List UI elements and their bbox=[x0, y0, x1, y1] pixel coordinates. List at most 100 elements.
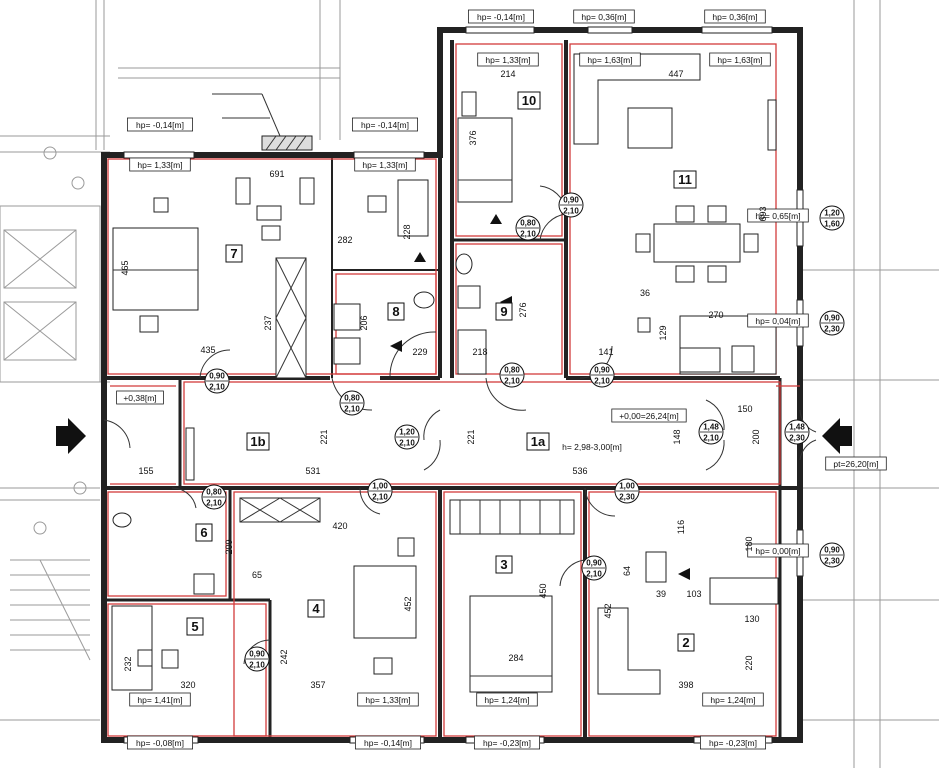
room-number-text: 8 bbox=[392, 304, 399, 319]
door-width-text: 1,48 bbox=[703, 423, 719, 432]
window-2-marker: 0,902,30 bbox=[819, 542, 845, 568]
hatched-wall-patch bbox=[212, 93, 313, 151]
furniture bbox=[111, 53, 779, 695]
door-entrance-marker: 1,48 2,10 bbox=[698, 419, 724, 445]
room-9-label: 9 bbox=[495, 302, 513, 321]
hp-label-text: hp= 1,24[m] bbox=[710, 695, 755, 705]
room-4-label: 4 bbox=[307, 599, 325, 618]
dimension-label: 64 bbox=[622, 566, 632, 576]
door-2-marker: 1,002,30 bbox=[614, 478, 640, 504]
hp-label-text: hp= 1,24[m] bbox=[484, 695, 529, 705]
hp-label: hp= 1,24[m] bbox=[702, 692, 764, 707]
door-height-text: 2,10 bbox=[594, 377, 610, 386]
dimension-label: 357 bbox=[310, 680, 325, 690]
dimension-label: 65 bbox=[252, 570, 262, 580]
dimension-label: 276 bbox=[518, 302, 528, 317]
dimension-label: 320 bbox=[180, 680, 195, 690]
room-number-text: 6 bbox=[200, 525, 207, 540]
dimension-label: 232 bbox=[123, 656, 133, 671]
hp-label-text: hp= 1,33[m] bbox=[362, 160, 407, 170]
hp-label: hp= 0,04[m] bbox=[747, 313, 809, 328]
door-height-text: 2,30 bbox=[789, 434, 805, 443]
dimension-label: 150 bbox=[737, 404, 752, 414]
hp-label-text: hp= 0,04[m] bbox=[755, 316, 800, 326]
dimension-label: 435 bbox=[200, 345, 215, 355]
door-width-text: 0,90 bbox=[209, 372, 225, 381]
hp-label: hp= 1,63[m] bbox=[709, 52, 771, 67]
dimension-label: 220 bbox=[744, 655, 754, 670]
dimension-label: 221 bbox=[466, 429, 476, 444]
door-10-marker: 0,802,10 bbox=[515, 215, 541, 241]
room-number-text: 4 bbox=[312, 601, 320, 616]
dimension-label: 420 bbox=[332, 521, 347, 531]
dimension-label: 155 bbox=[138, 466, 153, 476]
hp-label: hp= 1,33[m] bbox=[129, 157, 191, 172]
door-width-text: 1,00 bbox=[372, 482, 388, 491]
room-number-text: 5 bbox=[191, 619, 198, 634]
entrance-arrows bbox=[56, 418, 852, 454]
room-6-label: 6 bbox=[195, 523, 213, 542]
door-width-text: 0,90 bbox=[594, 366, 610, 375]
door-width-text: 0,90 bbox=[563, 196, 579, 205]
dimension-label: 465 bbox=[120, 260, 130, 275]
hp-label: hp= -0,14[m] bbox=[351, 117, 418, 132]
dimension-label: 39 bbox=[656, 589, 666, 599]
door-5-marker: 0,902,10 bbox=[244, 646, 270, 672]
hp-label: hp= 0,65[m] bbox=[747, 208, 809, 223]
hp-label: hp= 1,24[m] bbox=[476, 692, 538, 707]
hp-label: hp= -0,23[m] bbox=[700, 735, 767, 750]
dimension-label: 452 bbox=[603, 603, 613, 618]
dimension-label: 228 bbox=[402, 224, 412, 239]
dimension-label: 200 bbox=[751, 429, 761, 444]
hp-label: hp= 0,36[m] bbox=[704, 9, 766, 24]
door-3-marker: 0,902,10 bbox=[581, 555, 607, 581]
room-7-label: 7 bbox=[225, 244, 243, 263]
entrance-arrow-east-icon bbox=[822, 418, 852, 454]
room-2-label: 2 bbox=[677, 633, 695, 652]
hp-label-text: hp= 1,33[m] bbox=[137, 160, 182, 170]
dimension-label: 237 bbox=[263, 315, 273, 330]
door-height-text: 2,30 bbox=[824, 325, 840, 334]
height-labels: hp= -0,14[m] hp= 0,36[m] hp= 0,36[m] hp= 1,… bbox=[116, 9, 887, 750]
room-10-label: 10 bbox=[517, 91, 541, 110]
hp-label-text: hp= -0,08[m] bbox=[136, 738, 184, 748]
door-height-text: 2,30 bbox=[619, 493, 635, 502]
hp-label: hp= 1,33[m] bbox=[477, 52, 539, 67]
hp-label-text: hp= -0,23[m] bbox=[483, 738, 531, 748]
door-width-text: 0,90 bbox=[586, 559, 602, 568]
hp-label-text: hp= 1,63[m] bbox=[587, 55, 632, 65]
hp-label: hp= -0,08[m] bbox=[127, 735, 193, 750]
door-height-text: 1,60 bbox=[824, 220, 840, 229]
dimension-label: 129 bbox=[658, 325, 668, 340]
hp-label: hp= 1,33[m] bbox=[354, 157, 416, 172]
room-number-text: 1a bbox=[531, 434, 546, 449]
room-number-text: 3 bbox=[500, 557, 507, 572]
dimension-label: 376 bbox=[468, 130, 478, 145]
direction-markers bbox=[390, 214, 690, 580]
dimension-label: 398 bbox=[678, 680, 693, 690]
hp-label: hp= 1,63[m] bbox=[579, 52, 641, 67]
staircase bbox=[10, 559, 91, 661]
hp-label-text: hp= 0,36[m] bbox=[581, 12, 626, 22]
hp-label: pt=26,20[m] bbox=[825, 456, 887, 471]
door-height-text: 2,10 bbox=[703, 434, 719, 443]
hp-label-text: hp= 0,65[m] bbox=[755, 211, 800, 221]
room-8-label: 8 bbox=[387, 302, 405, 321]
dimension-label: 450 bbox=[538, 583, 548, 598]
door-width-text: 0,90 bbox=[249, 650, 265, 659]
hp-label-text: hp= 1,63[m] bbox=[717, 55, 762, 65]
dimension-label: 209 bbox=[224, 539, 234, 554]
hp-label-text: hp= -0,14[m] bbox=[364, 738, 412, 748]
door-6-marker: 0,802,10 bbox=[201, 484, 227, 510]
door-height-text: 2,10 bbox=[399, 439, 415, 448]
hp-label-text: hp= -0,23[m] bbox=[709, 738, 757, 748]
hp-label: hp= -0,14[m] bbox=[467, 9, 534, 24]
door-width-text: 0,80 bbox=[520, 219, 536, 228]
door-width-text: 0,80 bbox=[504, 366, 520, 375]
door-entrance-outer-marker: 1,482,30 bbox=[784, 419, 810, 445]
hp-label-text: hp= -0,14[m] bbox=[361, 120, 409, 130]
dimension-label: 691 bbox=[269, 169, 284, 179]
window-11b-marker: 0,902,30 bbox=[819, 310, 845, 336]
